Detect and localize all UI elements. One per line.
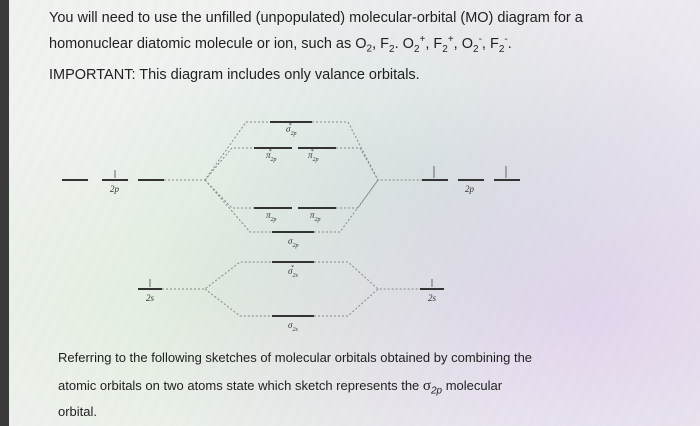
connector-left-2p-sigma-star [164,121,270,181]
species-2: O2+, [402,34,434,55]
connector-left-2p-pi-star [204,147,254,181]
connector-left-2p-pi [204,179,254,209]
pi-2p-star-label-a: π2p* [266,149,277,163]
important-note: IMPORTANT: This diagram includes only va… [49,67,420,83]
species-1: F2. [380,35,403,55]
species-list: , F2. O2+, F2+, O2-, F2-. [372,34,512,55]
intro-line-2-text: homonuclear diatomic molecule or ion, su… [49,35,367,52]
connector-left-2s-sigma-star [162,261,272,290]
pi-2p-label-a: π2p [266,210,277,223]
species-4: O2-, [461,34,490,55]
pi-2p-star-label-b: π2p* [308,149,319,163]
question-line-2: atomic orbitals on two atoms state which… [58,378,503,397]
sigma-2s-star-label: σ2s* [288,265,298,279]
right-2s-label: 2s [428,293,437,303]
connector-left-2p-sigma [204,179,272,233]
left-2s-label: 2s [146,293,155,303]
connector-right-2p-sigma [314,179,379,233]
connector-right-2p-sigma-star [312,121,422,181]
sigma-symbol: σ [422,378,431,394]
species-3: F2+, [433,34,462,55]
right-2p-label: 2p [465,184,475,194]
question-line-3: orbital. [58,404,98,419]
connector-right-2p-pi [336,179,379,209]
species-5: F2-. [489,34,512,55]
connector-right-2s-sigma-star [314,261,420,290]
sigma-2p-star-label: σ2p* [286,123,296,137]
connector-left-2s-sigma [204,288,272,317]
sigma-2s-label: σ2s [288,320,298,333]
left-2p-label: 2p [110,184,120,194]
species-0: , [372,35,381,52]
sigma-2p-label: σ2p [288,236,298,249]
pi-2p-label-b: π2p [310,210,321,223]
left-border-bar [0,0,9,426]
connector-right-2p-pi-star [336,147,379,181]
intro-line-1: You will need to use the unfilled (unpop… [49,10,583,26]
intro-line-2: homonuclear diatomic molecule or ion, su… [49,34,512,55]
connector-right-2s-sigma [314,288,379,317]
question-line-1: Referring to the following sketches of m… [58,350,533,365]
